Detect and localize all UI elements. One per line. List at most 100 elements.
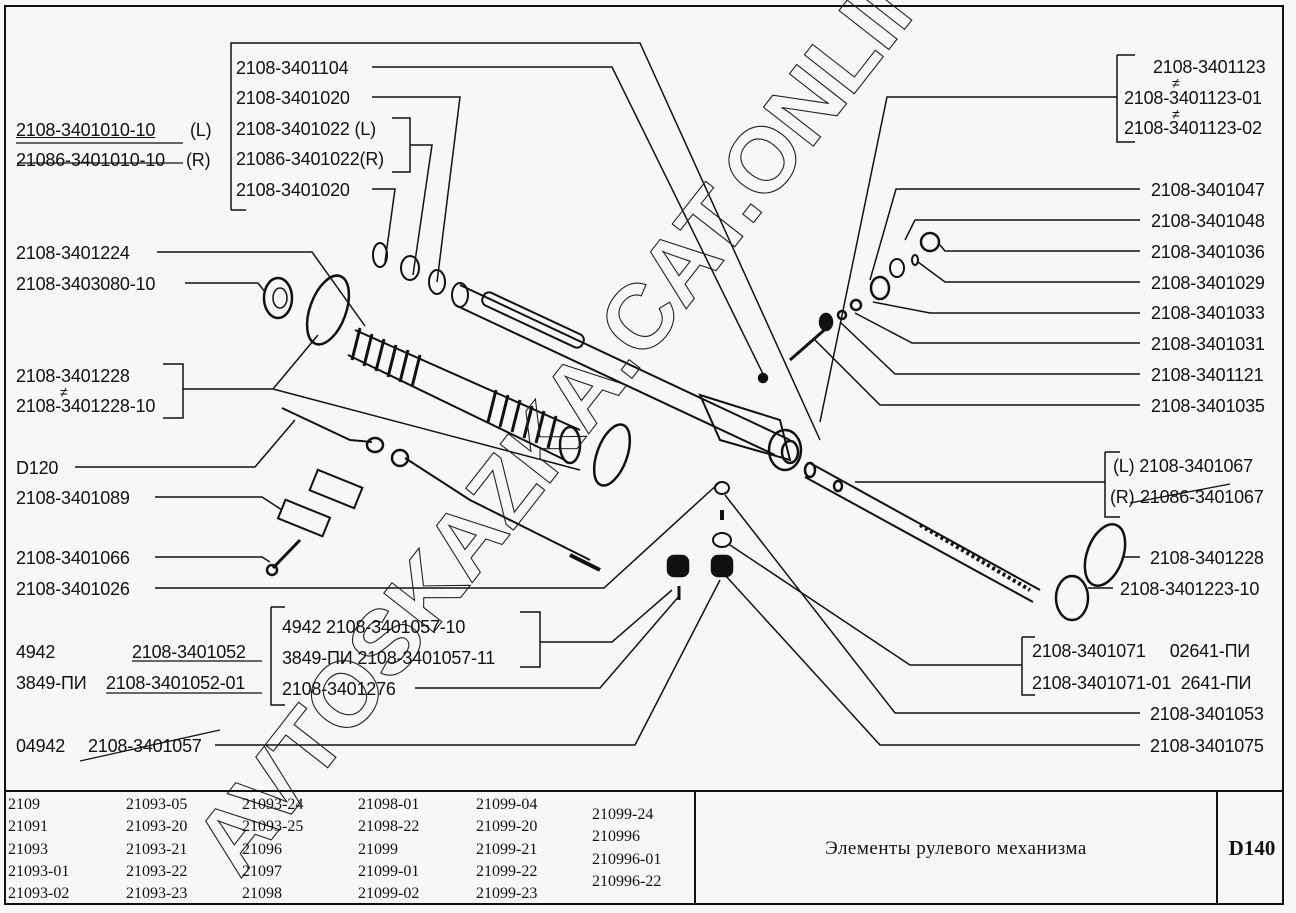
label-3403080-10: 2108-3403080-10	[16, 274, 156, 294]
label-3401022-r: 21086-3401022(R)	[236, 149, 384, 169]
label-assembly-l: 2108-3401010-10	[16, 120, 156, 140]
model-item: 21098	[242, 885, 282, 903]
label-3401228: 2108-3401228	[16, 366, 130, 386]
label-3401031: 2108-3401031	[1151, 334, 1265, 354]
model-item: 21093-24	[242, 796, 304, 813]
model-item: 21097	[242, 862, 282, 880]
label-3401035: 2108-3401035	[1151, 396, 1265, 416]
leader-1276	[415, 594, 681, 689]
label-4942: 4942	[16, 642, 56, 662]
title-cell: Элементы рулевого механизма	[694, 792, 1218, 905]
leader-1048	[904, 219, 1140, 241]
label-3401048: 2108-3401048	[1151, 211, 1265, 231]
seal-housing	[767, 428, 803, 472]
plate-1	[308, 468, 364, 510]
label-d120: D120	[16, 458, 59, 478]
valve-body	[698, 393, 792, 462]
tie-rod-right	[404, 457, 591, 561]
label-3401228-right: 2108-3401228	[1150, 548, 1264, 568]
leader-1033	[872, 301, 1140, 314]
label-3401057: 2108-3401057	[88, 736, 202, 756]
leader-1031	[854, 312, 1140, 344]
model-column-5: 21099-04 21099-20 21099-21 21099-22 2109…	[476, 794, 537, 905]
leader-1036	[939, 244, 1140, 252]
model-item: 210996-22	[592, 872, 662, 890]
label-3849-pi: 3849-ПИ	[16, 673, 87, 693]
leader-d120	[75, 419, 296, 468]
model-item: 210996-01	[592, 850, 662, 868]
leader-3080	[185, 282, 266, 293]
leader-1026	[155, 481, 721, 589]
label-3401075: 2108-3401075	[1150, 736, 1264, 756]
model-column-1: 2109 21091 21093 21093-01 21093-02	[8, 794, 69, 905]
model-item: 210996	[592, 828, 640, 846]
leader-1020b	[372, 188, 396, 263]
leader-1053	[724, 494, 1140, 714]
label-3401223-10: 2108-3401223-10	[1120, 579, 1260, 599]
leader-1089	[155, 496, 283, 511]
label-3401071-01: 2108-3401071-01 2641-ПИ	[1032, 673, 1252, 693]
model-item: 21098-22	[358, 818, 420, 836]
label-3401123-01: 2108-3401123-01	[1124, 88, 1262, 108]
label-3401276: 2108-3401276	[282, 679, 396, 699]
clamp-right	[1083, 523, 1127, 587]
label-3401047: 2108-3401047	[1151, 180, 1265, 200]
model-column-4: 21098-01 21098-22 21099 21099-01 21099-0…	[358, 794, 419, 905]
label-3401066: 2108-3401066	[16, 548, 130, 568]
drawing-frame	[4, 5, 1284, 905]
rack	[804, 462, 1041, 603]
model-item: 21099-04	[476, 796, 538, 813]
leader-1075	[724, 574, 1140, 746]
label-3401026: 2108-3401026	[16, 579, 130, 599]
model-column-3: 21093-24 21093-25 21096 21097 21098	[242, 794, 303, 905]
label-04942: 04942	[16, 736, 66, 756]
model-item: 21093-22	[126, 862, 188, 880]
leader-1029	[917, 261, 1140, 283]
tie-rod-left	[281, 407, 373, 443]
plate-2	[276, 498, 332, 538]
label-3401123: 2108-3401123	[1153, 57, 1266, 77]
clamp-left	[305, 274, 351, 346]
leader-1047	[869, 188, 1140, 281]
model-item: 21091	[8, 818, 48, 836]
label-3401104: 2108-3401104	[236, 58, 349, 78]
leader-1057-10	[540, 589, 673, 643]
model-item: 21099	[358, 840, 398, 858]
leader-1057	[215, 579, 721, 746]
label-3401067-r-side: (R)	[1110, 487, 1135, 507]
label-3401067-r: 21086-3401067	[1140, 487, 1264, 507]
parts	[262, 231, 1127, 622]
leader-1121	[839, 321, 1140, 375]
label-3401224: 2108-3401224	[16, 243, 130, 263]
label-3401121: 2108-3401121	[1151, 365, 1264, 385]
label-3401020-a: 2108-3401020	[236, 88, 350, 108]
model-item: 21093-01	[8, 862, 70, 880]
model-item: 21099-23	[476, 885, 538, 903]
model-item: 21099-01	[358, 862, 420, 880]
not-equal-sign: ≠	[1172, 106, 1180, 122]
model-item: 21093-23	[126, 885, 188, 903]
page-title: Элементы рулевого механизма	[825, 838, 1087, 859]
model-item: 21093-02	[8, 885, 70, 903]
bolt	[271, 538, 302, 570]
model-item: 21099-22	[476, 862, 538, 880]
clamp-mid	[592, 423, 632, 487]
label-3401071: 2108-3401071 02641-ПИ	[1032, 641, 1251, 661]
label-3401029: 2108-3401029	[1151, 273, 1265, 293]
label-3401228-10: 2108-3401228-10	[16, 396, 156, 416]
model-item: 21099-20	[476, 818, 538, 836]
model-list: 2109 21091 21093 21093-01 21093-02 21093…	[4, 792, 694, 905]
label-3401089: 2108-3401089	[16, 488, 130, 508]
cap	[1054, 574, 1090, 622]
model-item: 21096	[242, 840, 282, 858]
model-column-2: 21093-05 21093-20 21093-21 21093-22 2109…	[126, 794, 187, 905]
leader-1224	[157, 251, 366, 327]
leader-1020a	[372, 96, 461, 283]
model-item: 21093-25	[242, 818, 304, 836]
model-column-6: 21099-24 210996 210996-01 210996-22	[592, 804, 661, 893]
leader-1071	[729, 544, 1022, 666]
leader-1022	[410, 144, 433, 276]
label-3401022-l: 2108-3401022 (L)	[236, 119, 376, 139]
bracket-top-group	[230, 42, 821, 441]
